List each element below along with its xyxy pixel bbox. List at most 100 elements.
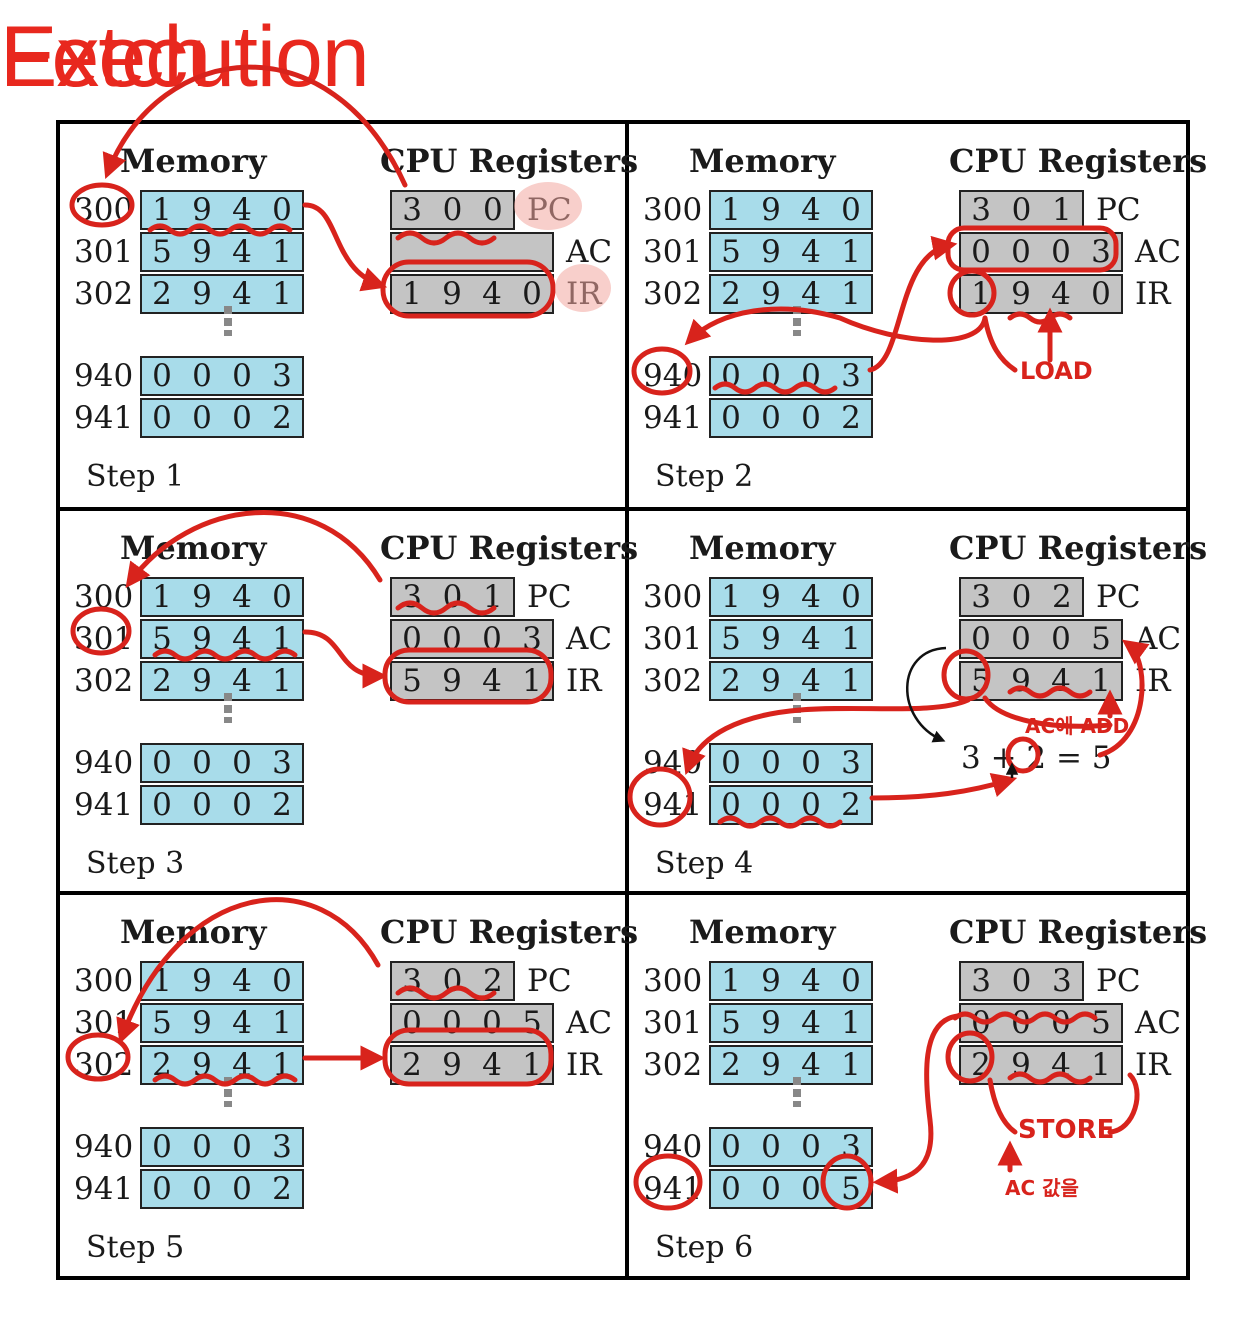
cpu-registers-title: CPU Registers bbox=[380, 529, 639, 567]
memory-address: 940 bbox=[74, 358, 134, 394]
register-ac-label: AC bbox=[1135, 1005, 1182, 1041]
memory-address: 300 bbox=[643, 579, 703, 615]
memory-address: 301 bbox=[643, 1005, 703, 1041]
memory-address: 301 bbox=[74, 234, 134, 270]
memory-address: 302 bbox=[74, 276, 134, 312]
grid-divider-horizontal bbox=[60, 507, 1186, 511]
memory-address: 300 bbox=[74, 963, 134, 999]
memory-address: 302 bbox=[643, 663, 703, 699]
register-ac-label: AC bbox=[566, 234, 613, 270]
memory-gap-connector bbox=[224, 1077, 232, 1107]
memory-gap-connector bbox=[793, 1077, 801, 1107]
step-label: Step 5 bbox=[86, 1230, 185, 1265]
step-label: Step 6 bbox=[655, 1230, 754, 1265]
cpu-registers-title: CPU Registers bbox=[949, 913, 1208, 951]
register-ir-label: IR bbox=[1135, 276, 1171, 312]
memory-gap-connector bbox=[224, 306, 232, 336]
memory-title: Memory bbox=[689, 913, 836, 951]
step-label: Step 2 bbox=[655, 459, 754, 494]
memory-address: 940 bbox=[74, 1129, 134, 1165]
memory-address: 300 bbox=[643, 192, 703, 228]
cpu-registers-title: CPU Registers bbox=[380, 913, 639, 951]
register-pc-label: PC bbox=[1096, 579, 1141, 615]
step-label: Step 1 bbox=[86, 459, 185, 494]
memory-title: Memory bbox=[120, 142, 267, 180]
memory-title: Memory bbox=[689, 529, 836, 567]
register-pc-label: PC bbox=[527, 963, 572, 999]
register-ir-label: IR bbox=[1135, 1047, 1171, 1083]
cpu-registers-title: CPU Registers bbox=[949, 142, 1208, 180]
memory-address: 941 bbox=[74, 1171, 134, 1207]
memory-address: 941 bbox=[643, 400, 703, 436]
memory-address: 302 bbox=[643, 276, 703, 312]
register-ac-label: AC bbox=[566, 621, 613, 657]
store-note: STORE bbox=[1018, 1115, 1115, 1145]
memory-gap-connector bbox=[224, 693, 232, 723]
register-ac-label: AC bbox=[1135, 234, 1182, 270]
memory-address: 940 bbox=[643, 358, 703, 394]
memory-address: 940 bbox=[74, 745, 134, 781]
memory-address: 941 bbox=[74, 400, 134, 436]
